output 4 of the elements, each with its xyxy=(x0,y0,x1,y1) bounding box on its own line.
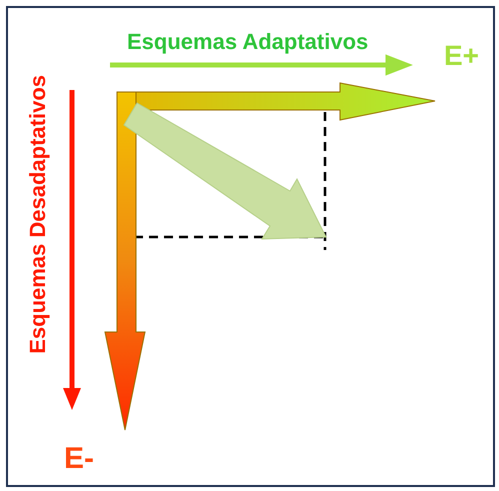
axis-end-label: E- xyxy=(64,444,94,474)
axis-title: Esquemas Desadaptativos xyxy=(27,75,49,354)
axis-end-label: E+ xyxy=(444,42,480,70)
axis-title: Esquemas Adaptativos xyxy=(127,31,368,53)
